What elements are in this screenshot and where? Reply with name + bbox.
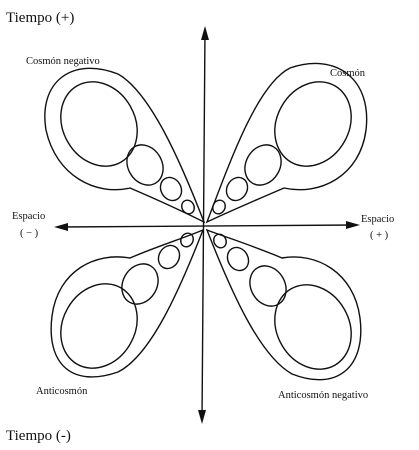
space-axis-right-arrow-icon — [346, 221, 360, 229]
lobe-cosmon — [205, 62, 368, 224]
lobe-cosmon-negativo — [44, 67, 206, 224]
time-positive-label: Tiempo (+) — [6, 10, 74, 26]
space-positive-label: Espacio — [361, 214, 394, 225]
cosmon-negativo-label: Cosmón negativo — [26, 56, 100, 67]
space-axis — [57, 224, 357, 228]
space-axis-left-arrow-icon — [54, 223, 68, 231]
space-negative-sign: ( − ) — [20, 228, 39, 239]
space-positive-sign: ( + ) — [370, 230, 389, 241]
lobe-anticosmon — [50, 228, 205, 378]
time-axis-bottom-arrow-icon — [198, 410, 206, 424]
lobe-anticosmon-negativo — [205, 228, 362, 381]
time-negative-label: Tiempo (-) — [6, 428, 71, 444]
space-negative-label: Espacio — [12, 211, 45, 222]
time-axis-top-arrow-icon — [201, 26, 209, 40]
anticosmon-label: Anticosmón — [36, 386, 88, 397]
anticosmon-negativo-label: Anticosmón negativo — [278, 390, 368, 401]
cosmon-label: Cosmón — [330, 68, 366, 79]
time-axis — [201, 29, 206, 421]
